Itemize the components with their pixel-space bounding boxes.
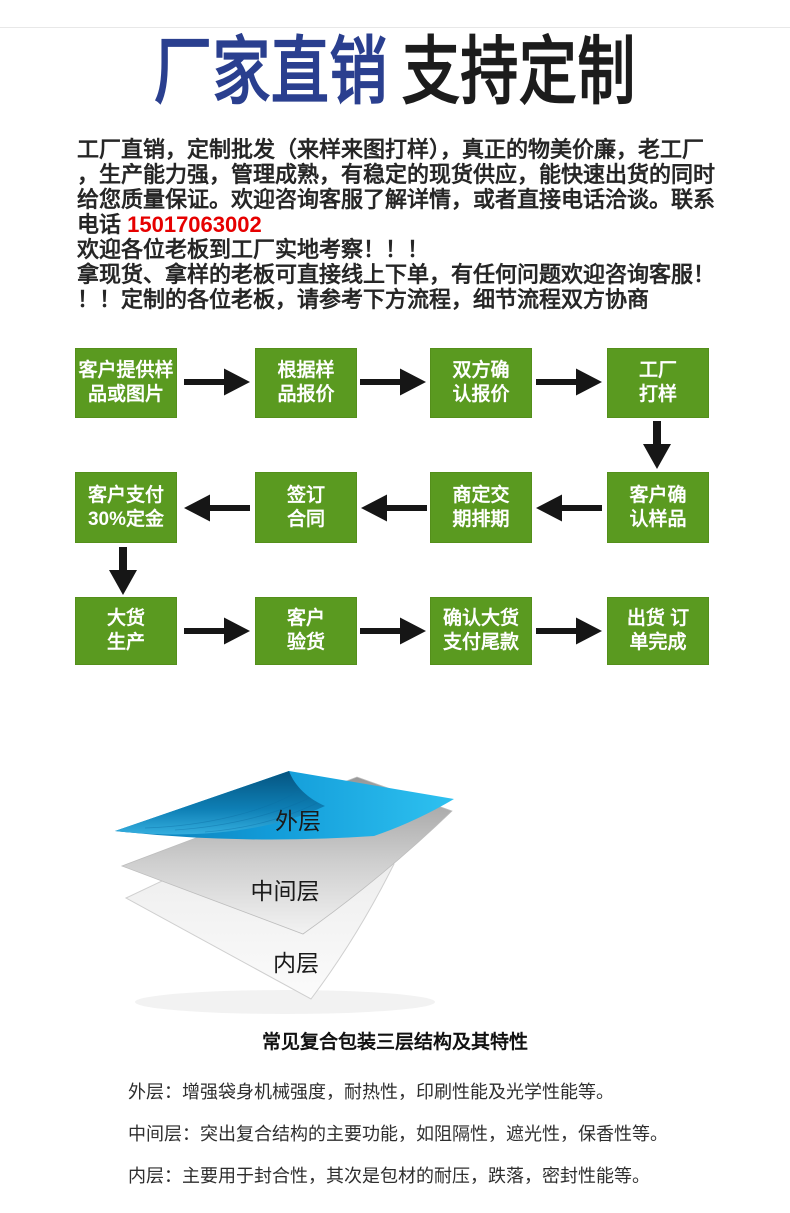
flow-step-confirm-quote: 双方确 认报价: [430, 348, 532, 418]
layers-caption: 常见复合包装三层结构及其特性: [261, 1032, 528, 1053]
flow-step-provide-sample: 客户提供样 品或图片: [75, 348, 177, 418]
flow-step-inspection: 客户 验货: [255, 597, 357, 665]
flow-step-factory-proof: 工厂 打样: [607, 348, 709, 418]
arrow-right-icon: [360, 368, 426, 396]
intro-line-3: 给您质量保证。欢迎咨询客服了解详情，或者直接电话洽谈。联系: [77, 187, 716, 212]
flow-step-quote: 根据样 品报价: [255, 348, 357, 418]
arrow-right-icon: [184, 368, 250, 396]
intro-line-2: ，生产能力强，管理成熟，有稳定的现货供应，能快速出货的同时: [77, 162, 716, 187]
arrow-right-icon: [536, 368, 602, 396]
middle-layer-description: 中间层：突出复合结构的主要功能，如阻隔性，遮光性，保香性等。: [128, 1124, 668, 1144]
flow-step-sign-contract: 签订 合同: [255, 472, 357, 543]
page-title: 厂家直销支持定制: [0, 28, 790, 116]
page-title-text: 厂家直销支持定制: [154, 28, 636, 116]
flow-step-mass-production: 大货 生产: [75, 597, 177, 665]
outer-layer-label: 外层: [275, 808, 321, 834]
curl-texture: [144, 789, 318, 833]
arrow-right-icon: [360, 617, 426, 645]
top-divider: [0, 0, 790, 28]
arrow-right-icon: [184, 617, 250, 645]
arrow-down-icon: [109, 547, 137, 595]
inner-layer-label: 内层: [273, 950, 319, 976]
title-factory-direct: 厂家直销: [153, 30, 388, 113]
phone-number: 15017063002: [127, 212, 262, 237]
flow-step-balance-payment: 确认大货 支付尾款: [430, 597, 532, 665]
arrow-left-icon: [536, 494, 602, 522]
layer-descriptions: 外层：增强袋身机械强度，耐热性，印刷性能及光学性能等。 中间层：突出复合结构的主…: [128, 1071, 748, 1197]
title-support-custom: 支持定制: [402, 30, 637, 113]
arrow-down-icon: [643, 421, 671, 469]
phone-label: 电话: [77, 212, 128, 237]
middle-layer-label: 中间层: [251, 878, 320, 904]
flow-step-schedule: 商定交 期排期: [430, 472, 532, 543]
layers-figure: 外层 中间层 内层: [115, 771, 454, 1014]
intro-paragraph: 工厂直销，定制批发（来样来图打样），真正的物美价廉，老工厂 ，生产能力强，管理成…: [77, 137, 725, 312]
intro-line-5: 欢迎各位老板到工厂实地考察！！！: [77, 237, 430, 262]
flow-step-pay-deposit: 客户支付 30%定金: [75, 472, 177, 543]
intro-line-4: 电话 15017063002: [77, 212, 725, 237]
intro-line-6: 拿现货、拿样的老板可直接线上下单，有任何问题欢迎咨询客服！: [77, 262, 716, 287]
arrow-right-icon: [536, 617, 602, 645]
intro-line-1: 工厂直销，定制批发（来样来图打样），真正的物美价廉，老工厂: [77, 137, 705, 162]
flow-step-ship-complete: 出货 订 单完成: [607, 597, 709, 665]
inner-layer-description: 内层：主要用于封合性，其次是包材的耐压，跌落，密封性能等。: [128, 1166, 650, 1186]
stack-shadow: [135, 990, 435, 1014]
intro-line-7: ！！定制的各位老板，请参考下方流程，细节流程双方协商: [77, 287, 650, 312]
outer-layer-curl: [115, 771, 325, 835]
flow-step-confirm-sample: 客户确 认样品: [607, 472, 709, 543]
arrow-left-icon: [184, 494, 250, 522]
arrow-left-icon: [361, 494, 427, 522]
outer-layer-description: 外层：增强袋身机械强度，耐热性，印刷性能及光学性能等。: [128, 1082, 614, 1102]
